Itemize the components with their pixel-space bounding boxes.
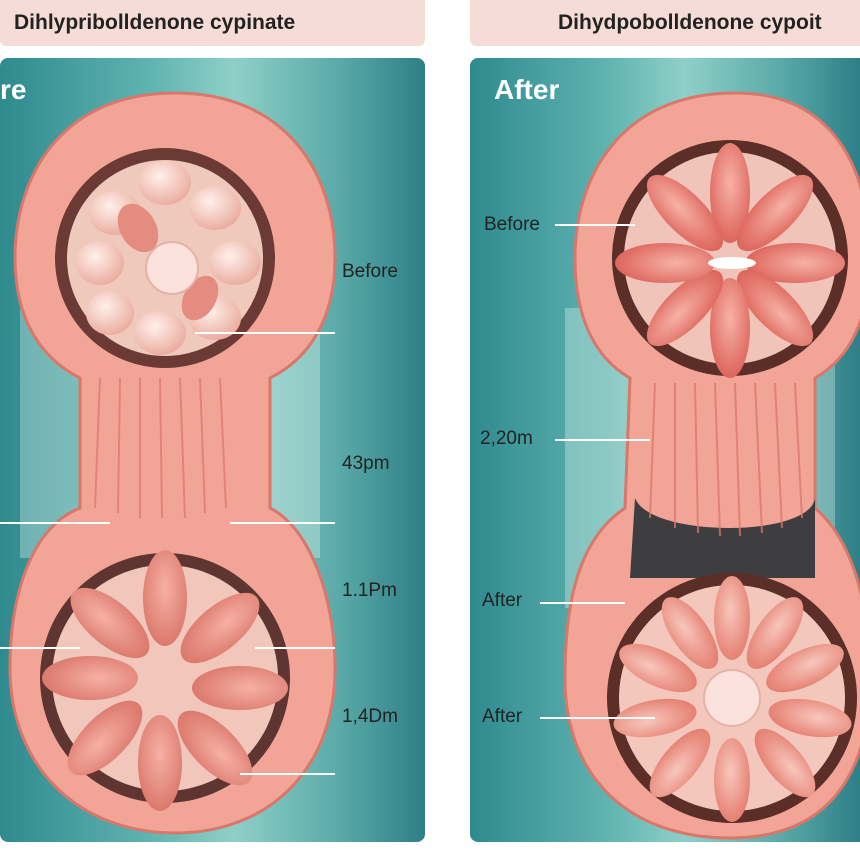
left-diagram — [0, 91, 337, 835]
fiber-bundle-right — [649, 382, 803, 537]
right-label-after2: After — [482, 706, 523, 727]
left-label-m3: 1,4Dm — [342, 706, 398, 727]
right-label-m1: 2,20m — [480, 428, 533, 449]
fiber-bundle — [94, 377, 227, 519]
left-label-m2: 1.1Pm — [342, 580, 397, 601]
right-title: Dihydpobolldenone cypoit — [558, 11, 822, 34]
right-diagram — [540, 91, 860, 840]
left-label-m1: 43pm — [342, 453, 390, 474]
top-center-cell — [145, 241, 199, 295]
left-title: Dihlypribolldenone cypinate — [14, 11, 296, 34]
bottom-petals — [42, 550, 288, 811]
right-panel: After Before 2,20m After After — [470, 58, 860, 842]
right-heading: After — [494, 74, 560, 105]
right-title-bar: Dihydpobolldenone cypoit — [470, 0, 860, 46]
bottom-center-cell-right — [703, 669, 761, 727]
left-title-bar: Dihlypribolldenone cypinate — [0, 0, 425, 46]
dark-gap — [630, 498, 815, 578]
left-panel: re Before 43pm 1.1Pm 1,4Dm — [0, 58, 425, 842]
right-label-before: Before — [484, 214, 540, 235]
left-label-before: Before — [342, 261, 398, 282]
right-label-after1: After — [482, 590, 523, 611]
left-heading: re — [0, 74, 27, 105]
top-petals-right — [615, 143, 845, 378]
bottom-cells-right — [613, 576, 852, 822]
top-center-slit — [708, 257, 756, 269]
